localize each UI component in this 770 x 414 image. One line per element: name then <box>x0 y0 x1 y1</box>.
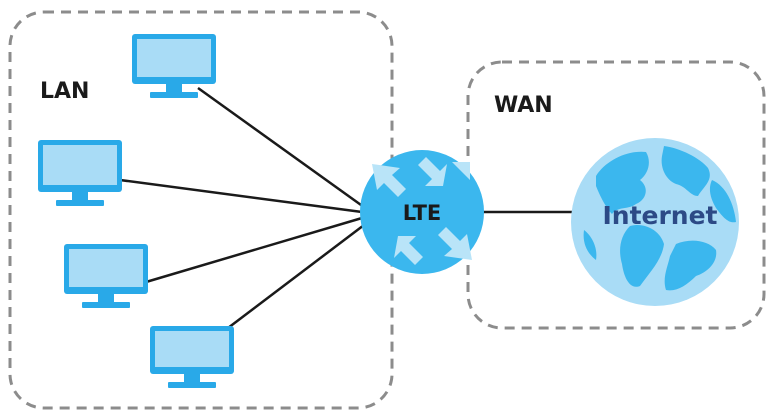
computer-icon <box>150 326 234 388</box>
globe-icon: Internet <box>571 138 739 306</box>
lan-label: LAN <box>40 79 89 104</box>
wan-label: WAN <box>494 93 553 118</box>
link-pc4-router <box>227 221 369 329</box>
router-icon: LTE <box>360 150 484 274</box>
internet-label: Internet <box>602 201 717 230</box>
computer-icon <box>38 140 122 206</box>
wan-boundary <box>466 60 766 330</box>
globe-land <box>583 146 736 291</box>
link-pc1-router <box>197 86 369 212</box>
router-label: LTE <box>403 201 442 225</box>
router-arrows-icon <box>372 157 472 265</box>
link-pc3-router <box>145 216 363 284</box>
link-pc2-router <box>119 178 363 214</box>
connection-lines <box>119 86 572 329</box>
computer-icon <box>132 34 216 98</box>
computer-icon <box>64 244 148 308</box>
